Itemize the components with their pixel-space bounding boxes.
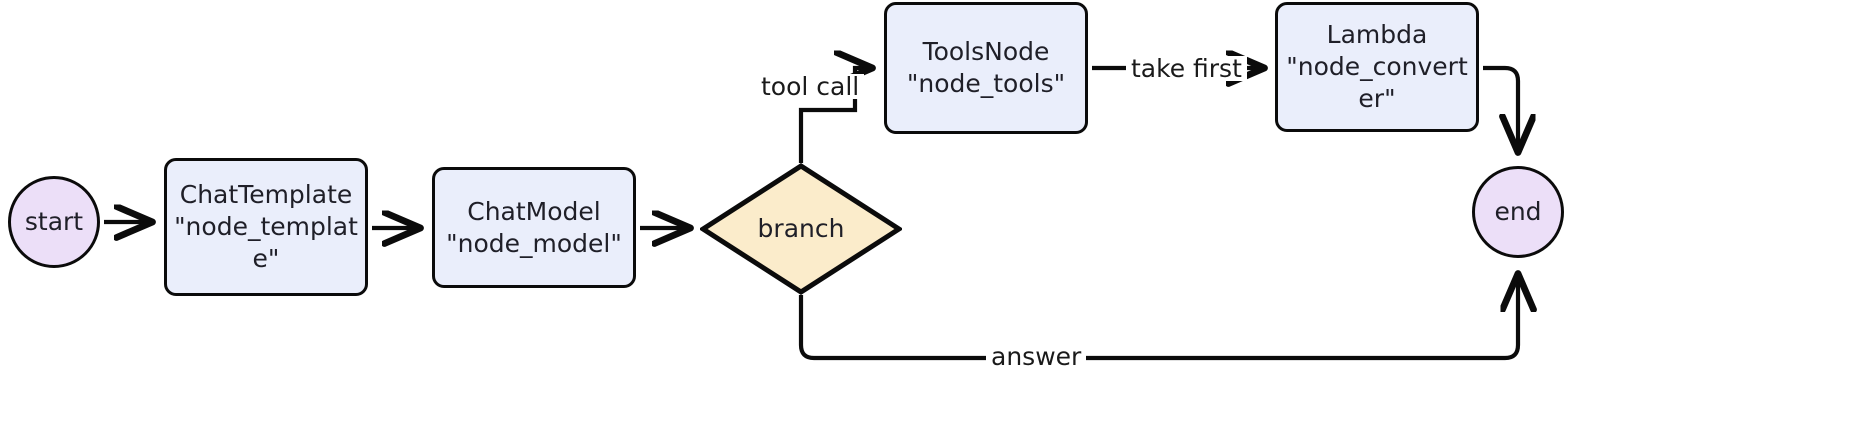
node-chat-model[interactable]: ChatModel "node_model" (432, 167, 636, 288)
node-chat-template[interactable]: ChatTemplate "node_templat e" (164, 158, 368, 296)
node-chat-model-label: ChatModel "node_model" (446, 196, 622, 258)
edge-label-tool-call: tool call (756, 74, 865, 99)
edge-converter-end (1483, 65, 1518, 150)
node-start[interactable]: start (8, 176, 100, 268)
edge-branch-answer-end (798, 276, 1518, 361)
edge-branch-tools (798, 68, 870, 163)
node-chat-template-label: ChatTemplate "node_templat e" (174, 180, 358, 273)
node-end[interactable]: end (1472, 166, 1564, 258)
branch-diamond-shape (700, 163, 902, 295)
node-converter[interactable]: Lambda "node_convert er" (1275, 2, 1479, 132)
node-branch[interactable]: branch (700, 163, 902, 295)
node-tools-label: ToolsNode "node_tools" (906, 37, 1066, 98)
node-branch-label: branch (757, 214, 845, 243)
node-tools[interactable]: ToolsNode "node_tools" (884, 2, 1088, 134)
edge-label-answer: answer (986, 344, 1087, 369)
node-end-label: end (1494, 197, 1542, 226)
node-converter-label: Lambda "node_convert er" (1286, 20, 1468, 113)
edge-label-take-first: take first (1126, 56, 1247, 81)
node-start-label: start (24, 207, 84, 236)
